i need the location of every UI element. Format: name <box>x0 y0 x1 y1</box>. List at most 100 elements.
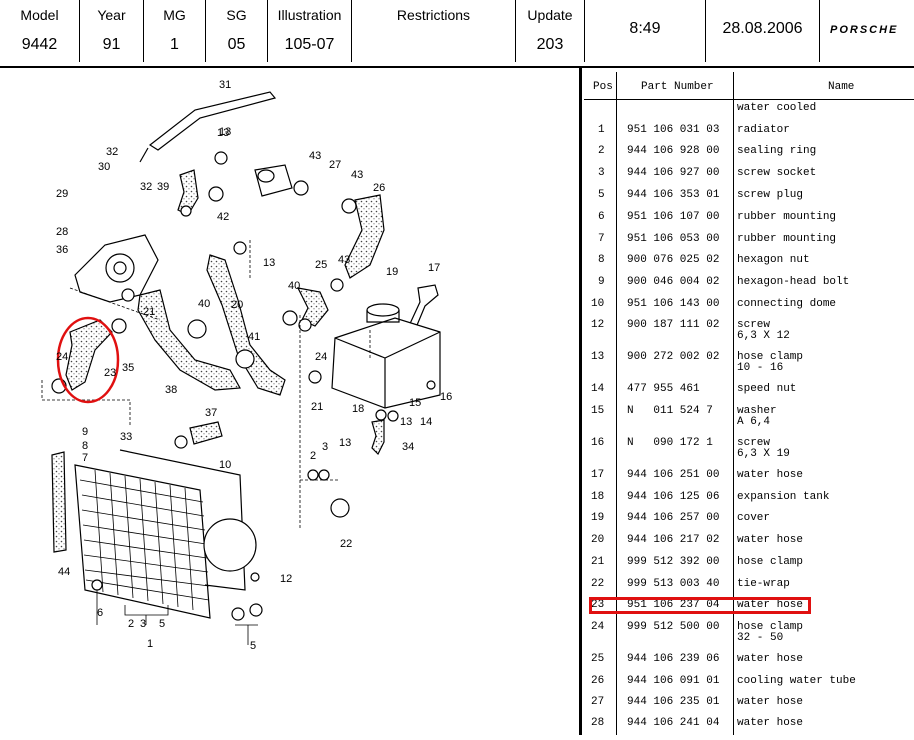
col-header-name: Name <box>828 81 855 93</box>
header-update-label: Update <box>527 7 573 23</box>
row-part-number: 951 106 143 00 <box>627 298 720 310</box>
callout-number: 10 <box>219 459 231 471</box>
header-mg-value: 1 <box>170 36 179 53</box>
row-pos: 8 <box>598 254 605 266</box>
callout-number: 28 <box>56 226 68 238</box>
row-part-number: 951 106 107 00 <box>627 211 720 223</box>
header-model: Model 9442 <box>0 0 80 62</box>
header-divider <box>0 66 914 68</box>
row-name: screw socket <box>737 167 817 179</box>
row-pos: 13 <box>591 351 605 363</box>
callout-number: 24 <box>56 351 68 363</box>
callout-number: 3 <box>322 441 328 453</box>
row-part-number: 951 106 031 03 <box>627 124 720 136</box>
row-name-detail: 6,3 X 12 <box>737 330 790 342</box>
row-name-detail: 10 - 16 <box>737 362 784 374</box>
row-name: tie-wrap <box>737 578 790 590</box>
callout-number: 13 <box>217 127 229 139</box>
row-pos: 1 <box>598 124 605 136</box>
row-name: water hose <box>737 599 804 611</box>
callout-number: 42 <box>217 211 229 223</box>
header-year: Year 91 <box>80 0 144 62</box>
callout-number: 25 <box>315 259 327 271</box>
header-time-value: 8:49 <box>629 20 661 37</box>
row-part-number: 944 106 353 01 <box>627 189 720 201</box>
row-name: hexagon-head bolt <box>737 276 850 288</box>
row-pos: 26 <box>591 675 605 687</box>
row-part-number: 900 046 004 02 <box>627 276 720 288</box>
row-name: water hose <box>737 717 804 729</box>
row-part-number: 944 106 241 04 <box>627 717 720 729</box>
callout-number: 7 <box>82 452 88 464</box>
row-pos: 5 <box>598 189 605 201</box>
row-name: hexagon nut <box>737 254 810 266</box>
row-part-number: 944 106 235 01 <box>627 696 720 708</box>
callout-number: 43 <box>338 254 350 266</box>
callout-number: 35 <box>122 362 134 374</box>
row-name: hose clamp <box>737 351 804 363</box>
row-part-number: 900 272 002 02 <box>627 351 720 363</box>
callout-number: 34 <box>402 441 414 453</box>
callout-number: 30 <box>98 161 110 173</box>
callout-number: 14 <box>420 416 432 428</box>
row-pos: 7 <box>598 233 605 245</box>
table-row[interactable]: 18 944 106 125 06 expansion tank <box>584 492 914 510</box>
callout-number: 13 <box>263 257 275 269</box>
highlight-circle-23 <box>56 316 120 404</box>
callout-number: 1 <box>147 638 153 650</box>
callout-number: 38 <box>165 384 177 396</box>
row-name: expansion tank <box>737 491 830 503</box>
row-pos: 18 <box>591 491 605 503</box>
row-pos: 28 <box>591 717 605 729</box>
header-mg: MG 1 <box>144 0 206 62</box>
callout-number: 39 <box>157 181 169 193</box>
header-restrictions: Restrictions <box>352 0 516 62</box>
table-row[interactable]: 28 944 106 241 04 water hose <box>584 718 914 736</box>
header-sg-label: SG <box>226 7 247 23</box>
row-part-number: 944 106 239 06 <box>627 653 720 665</box>
row-part-number: 944 106 125 06 <box>627 491 720 503</box>
table-row[interactable]: water cooled <box>584 103 914 121</box>
callout-number: 37 <box>205 407 217 419</box>
row-name-detail: 6,3 X 19 <box>737 448 790 460</box>
row-part-number: 944 106 927 00 <box>627 167 720 179</box>
row-name: water cooled <box>737 102 817 114</box>
row-pos: 23 <box>591 599 605 611</box>
callout-number: 18 <box>352 403 364 415</box>
callout-number: 24 <box>315 351 327 363</box>
callout-number: 13 <box>219 126 231 138</box>
header-sg-value: 05 <box>227 36 246 53</box>
col-header-part-number: Part Number <box>641 81 714 93</box>
callout-number: 6 <box>97 607 103 619</box>
callout-number: 36 <box>56 244 68 256</box>
callout-number: 9 <box>82 426 88 438</box>
callout-number: 20 <box>231 299 243 311</box>
row-part-number: 944 106 217 02 <box>627 534 720 546</box>
row-pos: 25 <box>591 653 605 665</box>
